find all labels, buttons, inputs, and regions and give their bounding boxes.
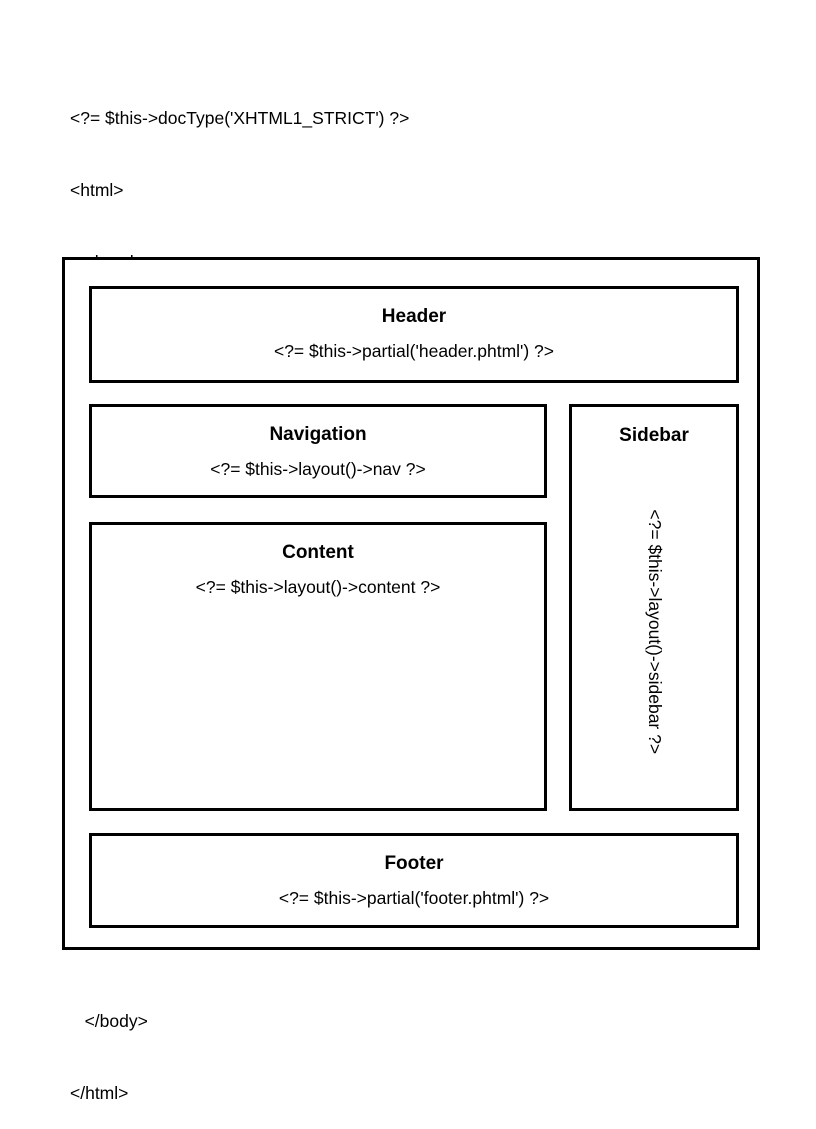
content-region-box: Content <?= $this->layout()->content ?> [89, 522, 547, 811]
sidebar-region-title: Sidebar [619, 425, 689, 446]
navigation-region-box: Navigation <?= $this->layout()->nav ?> [89, 404, 547, 498]
footer-region-title: Footer [384, 853, 444, 874]
sidebar-region-code: <?= $this->layout()->sidebar ?> [644, 508, 665, 754]
body-container-box: Header <?= $this->partial('header.phtml'… [62, 257, 760, 950]
header-region-title: Header [381, 306, 447, 327]
header-region-code: <?= $this->partial('header.phtml') ?> [273, 341, 555, 361]
code-line: </html> [70, 1083, 129, 1103]
code-listing-bottom: </body> </html> [70, 961, 148, 1129]
code-line: </body> [70, 1011, 148, 1031]
code-line: <?= $this->docType('XHTML1_STRICT') ?> [70, 108, 410, 128]
sidebar-region-code-wrap: <?= $this->layout()->sidebar ?> [572, 459, 736, 804]
footer-region-code: <?= $this->partial('footer.phtml') ?> [278, 888, 550, 908]
header-region-box: Header <?= $this->partial('header.phtml'… [89, 286, 739, 383]
content-region-title: Content [282, 542, 354, 563]
content-region-code: <?= $this->layout()->content ?> [195, 577, 441, 597]
code-line: <html> [70, 180, 124, 200]
sidebar-region-box: Sidebar <?= $this->layout()->sidebar ?> [569, 404, 739, 811]
footer-region-box: Footer <?= $this->partial('footer.phtml'… [89, 833, 739, 928]
navigation-region-code: <?= $this->layout()->nav ?> [210, 459, 426, 479]
navigation-region-title: Navigation [269, 424, 367, 445]
